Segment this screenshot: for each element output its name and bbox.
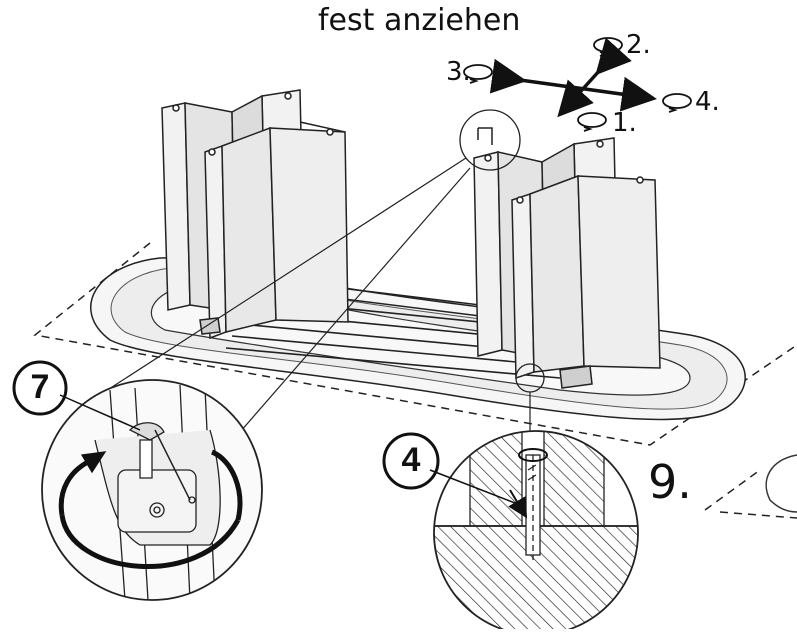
step-4-label: 4. [695, 87, 720, 117]
next-step-dashed-outline [704, 469, 797, 519]
left-post [161, 89, 349, 340]
step-number: 9. [648, 455, 692, 509]
step-1-label: 1. [612, 108, 637, 138]
tightening-arrows [489, 37, 657, 118]
left-detail-magnifier [41, 379, 263, 601]
rotation-icons [463, 37, 692, 132]
callout-4: 4 [401, 441, 421, 479]
right-post [473, 137, 661, 389]
callout-7-circle [12, 360, 68, 416]
next-step-base-edge [765, 454, 797, 513]
step-2-label: 2. [626, 30, 651, 60]
instruction-label: fest anziehen [318, 3, 521, 38]
callout-4-circle [382, 432, 440, 490]
step-3-label: 3. [446, 57, 471, 87]
callout-7: 7 [30, 368, 50, 406]
right-section-magnifier [433, 430, 639, 634]
